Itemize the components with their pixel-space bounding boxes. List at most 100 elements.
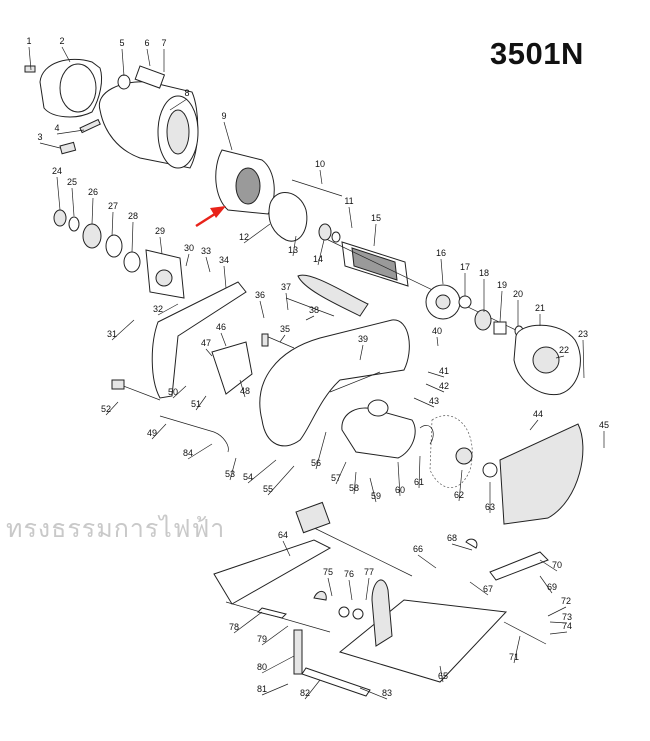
leader-line-49 [151, 423, 167, 440]
leader-line-34 [223, 265, 227, 289]
callout-6: 6 [144, 38, 149, 48]
leader-line-10 [319, 169, 323, 185]
leader-line-37 [285, 292, 289, 311]
leader-line-5 [121, 48, 125, 77]
leader-line-81 [261, 683, 289, 696]
leader-line-15 [373, 223, 377, 247]
callout-13: 13 [288, 245, 298, 255]
leader-line-47 [205, 348, 213, 357]
callout-58: 58 [349, 483, 359, 493]
callout-80: 80 [257, 662, 267, 672]
callout-7: 7 [161, 38, 166, 48]
leader-line-64 [282, 540, 291, 557]
callout-82: 82 [300, 688, 310, 698]
handle-housing-group [111, 274, 410, 453]
leader-line-73 [549, 621, 568, 624]
callout-25: 25 [67, 177, 77, 187]
leader-line-51 [195, 395, 207, 411]
callout-42: 42 [439, 381, 449, 391]
callout-34: 34 [219, 255, 229, 265]
callout-24: 24 [52, 166, 62, 176]
callout-78: 78 [229, 622, 239, 632]
callout-29: 29 [155, 226, 165, 236]
leader-line-57 [335, 461, 347, 485]
callout-5: 5 [119, 38, 124, 48]
callout-84: 84 [183, 448, 193, 458]
callout-51: 51 [191, 399, 201, 409]
callout-21: 21 [535, 303, 545, 313]
callout-23: 23 [578, 329, 588, 339]
leader-line-35 [279, 334, 286, 343]
callout-15: 15 [371, 213, 381, 223]
callout-48: 48 [240, 386, 250, 396]
callout-73: 73 [562, 612, 572, 622]
leader-line-69 [539, 575, 553, 594]
callout-54: 54 [243, 472, 253, 482]
leader-line-16 [440, 258, 444, 285]
leader-line-30 [185, 253, 190, 267]
callout-49: 49 [147, 428, 157, 438]
leader-line-50 [172, 385, 187, 399]
callout-81: 81 [257, 684, 267, 694]
armature-group [318, 223, 581, 396]
motor-housing-group [24, 58, 343, 242]
leader-line-74 [549, 631, 568, 635]
leader-line-4 [56, 129, 85, 135]
callout-47: 47 [201, 338, 211, 348]
leader-lines [28, 46, 605, 700]
leader-line-28 [131, 221, 134, 253]
model-number: 3501N [490, 36, 584, 71]
leader-line-40 [436, 336, 439, 347]
leader-line-77 [365, 577, 370, 601]
callout-72: 72 [561, 596, 571, 606]
leader-line-43 [413, 397, 435, 408]
leader-line-53 [229, 457, 237, 481]
leader-line-27 [111, 211, 114, 237]
leader-line-24 [56, 176, 61, 211]
leader-line-36 [259, 300, 265, 319]
callout-10: 10 [315, 159, 325, 169]
leader-line-65 [439, 665, 444, 683]
callout-43: 43 [429, 396, 439, 406]
leader-line-8 [169, 98, 188, 111]
callout-36: 36 [255, 290, 265, 300]
callout-3: 3 [37, 132, 42, 142]
callout-55: 55 [263, 484, 273, 494]
callout-69: 69 [547, 582, 557, 592]
leader-line-22 [555, 355, 565, 359]
callout-17: 17 [460, 262, 470, 272]
leader-line-23 [582, 339, 585, 379]
leader-line-83 [359, 687, 388, 700]
leader-line-70 [539, 559, 558, 572]
callout-26: 26 [88, 187, 98, 197]
leader-line-67 [469, 581, 489, 596]
callout-28: 28 [128, 211, 138, 221]
leader-line-33 [205, 256, 211, 273]
callout-50: 50 [168, 387, 178, 397]
callout-18: 18 [479, 268, 489, 278]
leader-line-59 [369, 477, 377, 503]
callout-4: 4 [54, 123, 59, 133]
leader-line-13 [292, 235, 297, 257]
leader-line-60 [397, 461, 401, 497]
callout-27: 27 [108, 201, 118, 211]
base-plate-group [213, 501, 549, 697]
callout-39: 39 [358, 334, 368, 344]
leader-line-66 [417, 554, 437, 569]
leader-line-19 [499, 290, 503, 323]
leader-line-39 [359, 344, 364, 361]
callout-45: 45 [599, 420, 609, 430]
callout-56: 56 [311, 458, 321, 468]
callout-44: 44 [533, 409, 543, 419]
callout-8: 8 [184, 88, 189, 98]
leader-line-61 [418, 455, 421, 489]
callout-19: 19 [497, 280, 507, 290]
callout-59: 59 [371, 491, 381, 501]
callout-71: 71 [509, 652, 519, 662]
callout-12: 12 [239, 232, 249, 242]
callout-68: 68 [447, 533, 457, 543]
callout-77: 77 [364, 567, 374, 577]
callout-32: 32 [153, 304, 163, 314]
callout-35: 35 [280, 324, 290, 334]
